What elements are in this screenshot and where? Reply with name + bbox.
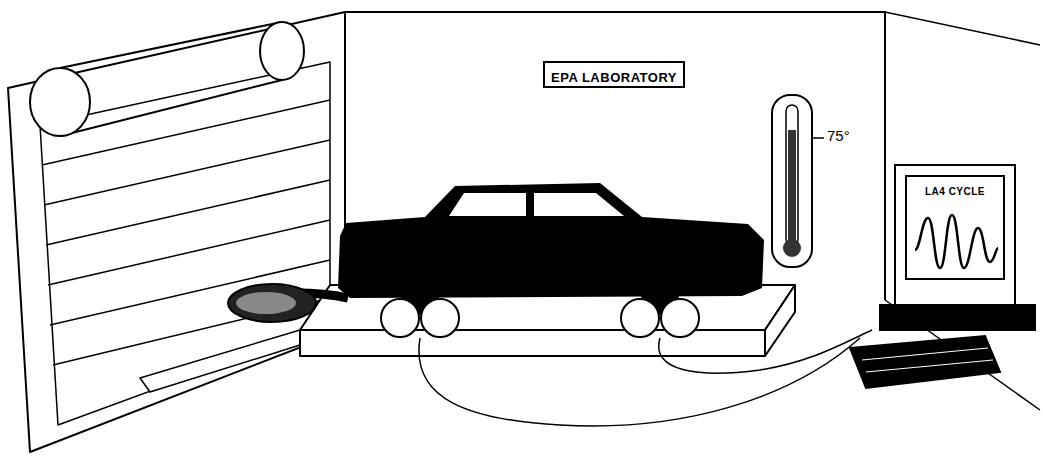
wall-sign: EPA LABORATORY [543,61,685,88]
door-roller-tube [60,22,282,136]
platform-side [765,285,795,356]
temperature-reading: 75° [827,127,850,144]
dyno-rollers [381,299,699,337]
exhaust-hose [228,284,348,322]
computer [850,165,1035,388]
ramp [140,330,300,392]
door-roller-end [30,68,90,136]
car [338,183,764,315]
door-roller-end [260,22,304,80]
wires [419,330,872,426]
left-wall [8,12,345,452]
node-text: LA4 CYCLE [925,186,985,197]
thermometer [772,95,824,267]
node-text: EPA LABORATORY [551,70,677,85]
door-slats [42,100,330,365]
platform-front [300,330,765,356]
monitor-screen: LA4 CYCLE [905,175,1005,280]
lap-trace [915,215,998,268]
